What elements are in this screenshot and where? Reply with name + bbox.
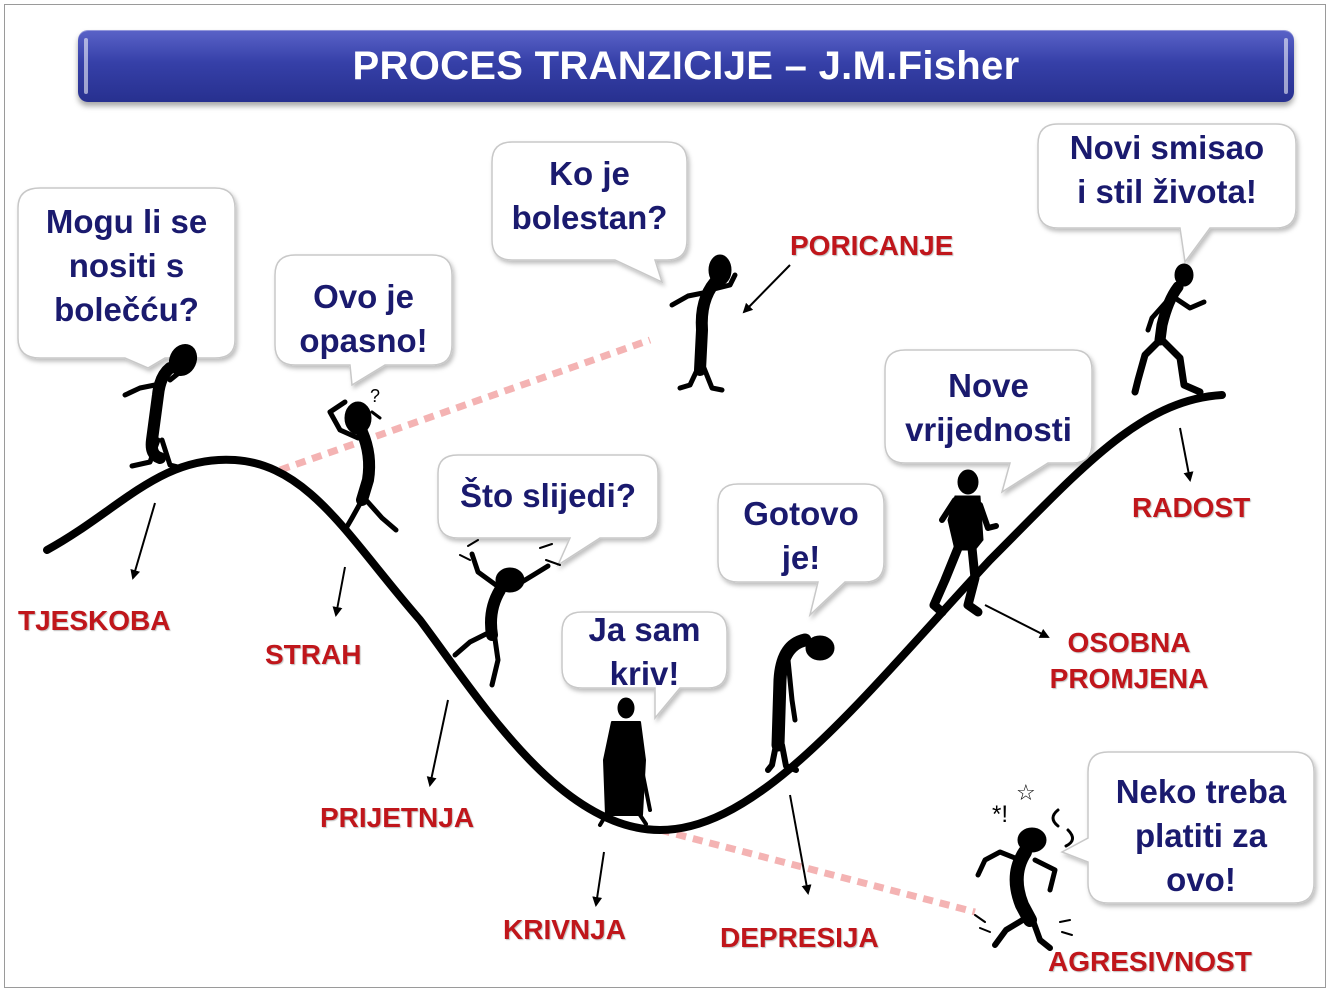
aggression-dashed-line [659, 826, 976, 916]
bubble-poricanje [491, 141, 688, 284]
bubble-tjeskoba [17, 187, 236, 369]
bubble-depresija [717, 483, 885, 618]
page-title: PROCES TRANZICIJE – J.M.Fisher [352, 43, 1020, 88]
stage-radost: RADOST [1132, 492, 1251, 523]
stage-krivnja: KRIVNJA [503, 914, 626, 945]
confused-figure-icon: ? [327, 386, 399, 533]
thought-poricanje: Ko je bolestan? [511, 155, 668, 236]
guilty-figure-icon [598, 697, 652, 827]
slide-frame [4, 4, 1326, 988]
panicked-figure-icon [452, 539, 561, 688]
arrow-tjeskoba [130, 502, 156, 580]
stage-depresija: DEPRESIJA [720, 922, 879, 953]
arrow-krivnja [592, 851, 605, 907]
stage-strah: STRAH [265, 639, 362, 670]
thought-radost: Novi smisao i stil života! [1069, 129, 1265, 210]
svg-text:?: ? [370, 386, 380, 406]
bubble-agresivnost [1060, 751, 1315, 904]
bubble-prijetnja [437, 454, 659, 567]
angry-figure-icon: *! ☆ [974, 781, 1074, 951]
depressed-figure-icon [765, 633, 835, 773]
running-figure-icon [1131, 263, 1207, 396]
thought-depresija: Gotovo je! [743, 495, 859, 576]
stage-poricanje: PORICANJE [790, 230, 954, 261]
arrow-osobna-promjena [984, 604, 1050, 638]
title-bar: PROCES TRANZICIJE – J.M.Fisher [78, 30, 1294, 102]
thought-osobna-promjena: Nove vrijednosti [905, 367, 1072, 448]
thought-prijetnja: Što slijedi? [459, 477, 637, 514]
stage-tjeskoba: TJESKOBA [18, 605, 171, 636]
thought-agresivnost: Neko treba platiti za ovo! [1115, 773, 1287, 898]
arrow-poricanje [742, 264, 791, 314]
svg-text:*!: *! [992, 801, 1008, 828]
walking-figure-icon [929, 469, 999, 617]
stage-osobna-promjena: OSOBNA PROMJENA [1049, 627, 1209, 694]
arrow-depresija [789, 794, 812, 895]
worried-figure-icon [122, 343, 198, 470]
denial-dashed-line [278, 336, 652, 474]
bubble-strah [274, 254, 453, 387]
bubble-krivnja [561, 611, 728, 721]
thought-tjeskoba: Mogu li se nositi s bolečću? [45, 203, 208, 328]
thought-krivnja: Ja sam kriv! [588, 611, 701, 692]
svg-text:☆: ☆ [1016, 781, 1036, 806]
bubble-osobna-promjena [884, 349, 1093, 494]
arrow-prijetnja [426, 699, 449, 787]
bubble-radost [1037, 123, 1297, 264]
stage-agresivnost: AGRESIVNOST [1048, 946, 1252, 977]
arrow-radost [1179, 427, 1194, 482]
thought-strah: Ovo je opasno! [299, 278, 428, 359]
denial-figure-icon [669, 254, 738, 393]
transition-curve [43, 391, 1226, 835]
arrow-strah [332, 566, 346, 617]
stage-prijetnja: PRIJETNJA [320, 802, 475, 833]
